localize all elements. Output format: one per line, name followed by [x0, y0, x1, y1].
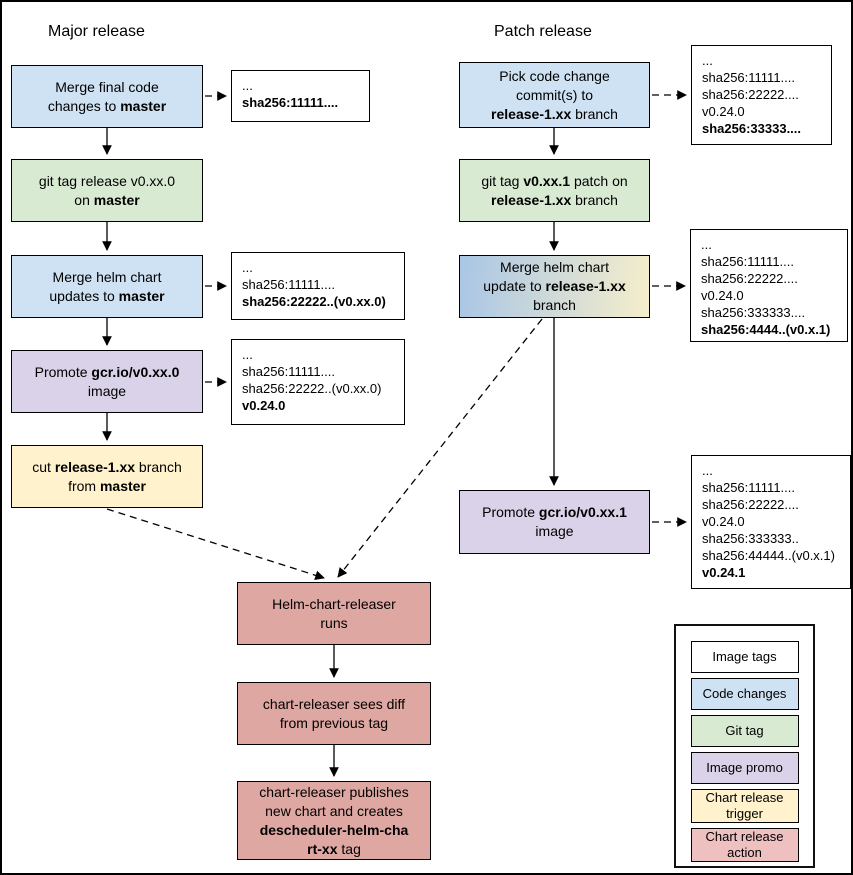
note-major-2: ...sha256:11111....sha256:22222..(v0.xx.…: [231, 252, 405, 320]
legend-item-image-promo: Image promo: [690, 752, 799, 784]
note-patch-3: ...sha256:11111....sha256:22222....v0.24…: [691, 455, 851, 589]
legend-item-git-tag: Git tag: [690, 715, 799, 747]
note-patch-2: ...sha256:11111....sha256:22222....v0.24…: [690, 229, 848, 342]
legend-item-code-changes: Code changes: [690, 678, 799, 710]
note-patch-1: ...sha256:11111....sha256:22222....v0.24…: [691, 45, 832, 145]
major-release-title: Major release: [48, 23, 145, 40]
arrow-trigger-from-major: [106, 508, 325, 580]
legend-box: Image tags Code changes Git tag Image pr…: [674, 624, 815, 868]
patch-release-title: Patch release: [494, 23, 592, 40]
legend-item-image-tags: Image tags: [690, 641, 799, 673]
note-major-3: ...sha256:11111....sha256:22222..(v0.xx.…: [231, 339, 405, 425]
note-major-1: ...sha256:11111....: [231, 70, 370, 122]
